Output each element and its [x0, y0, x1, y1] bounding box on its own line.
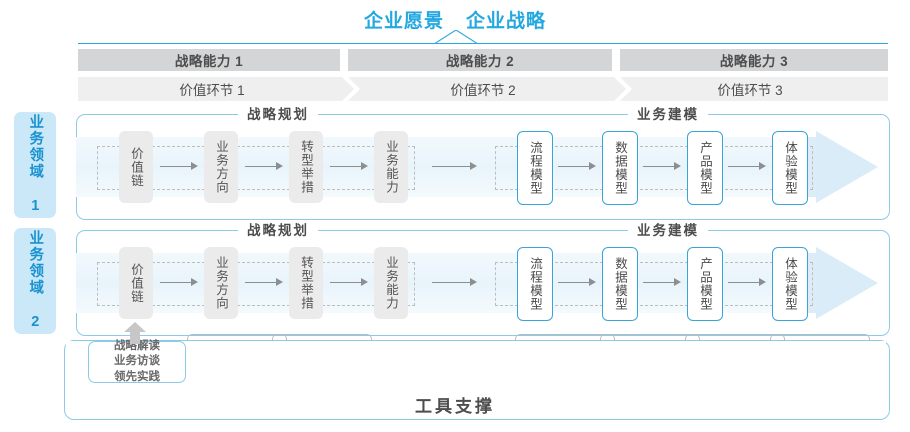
tool-support-box: [64, 340, 890, 420]
section-caption-business-modeling-2: 业务建模: [628, 222, 708, 239]
domain-label-2: 业务领域 2: [27, 230, 44, 332]
node-process-model-1[interactable]: 流程模型: [517, 131, 553, 205]
value-stage-label-2: 价值环节 2: [450, 83, 516, 98]
node-value-chain-1[interactable]: 价值链: [119, 131, 153, 203]
capability-label-2: 战略能力 2: [445, 54, 515, 69]
flow-arrow-1g: [728, 162, 766, 171]
tool-box-top-mask: [66, 341, 886, 386]
flow-arrow-2c: [330, 278, 368, 287]
node-product-model-1[interactable]: 产品模型: [687, 131, 723, 205]
tool-support-title: 工具支撑: [415, 397, 495, 416]
node-product-model-2[interactable]: 产品模型: [687, 247, 723, 321]
node-data-model-1[interactable]: 数据模型: [602, 131, 638, 205]
dashed-group-modeling-2: [495, 262, 813, 306]
capability-bar-2: 战略能力 2: [348, 49, 612, 71]
section-caption-strategic-planning-2: 战略规划: [238, 222, 318, 239]
node-process-model-2[interactable]: 流程模型: [517, 247, 553, 321]
section-caption-strategic-planning-1: 战略规划: [238, 106, 318, 123]
flow-arrow-2e: [558, 278, 596, 287]
callout-line-3: 领先实践: [114, 370, 160, 383]
enterprise-vision-title: 企业愿景: [363, 11, 444, 32]
domain-row-2: 战略规划 业务建模 价值链 业务方向 转型举措 业务能力 流程模型 数据模型 产…: [76, 222, 890, 336]
flow-arrow-1f: [643, 162, 681, 171]
node-transformation-2[interactable]: 转型举措: [289, 247, 323, 319]
vision-strategy-header: 企业愿景 企业战略: [0, 6, 910, 33]
value-stage-chevron-3: 价值环节 3: [620, 77, 888, 101]
sidebar-item-domain-2: 业务领域 2: [14, 228, 56, 334]
flow-arrow-1b: [245, 162, 283, 171]
node-experience-model-2[interactable]: 体验模型: [772, 247, 808, 321]
flow-arrow-2a: [160, 278, 198, 287]
header-apex-connector: [434, 30, 478, 44]
capability-label-3: 战略能力 3: [719, 54, 789, 69]
node-business-capability-1[interactable]: 业务能力: [374, 131, 408, 203]
value-stage-label-1: 价值环节 1: [179, 83, 245, 98]
band-arrow-head: [816, 247, 878, 319]
value-stage-chevron-1: 价值环节 1: [78, 77, 354, 101]
flow-arrow-1a: [160, 162, 198, 171]
capability-bar-3: 战略能力 3: [620, 49, 888, 71]
sidebar-item-domain-1: 业务领域 1: [14, 112, 56, 218]
band-arrow-head: [816, 131, 878, 203]
section-caption-business-modeling-1: 业务建模: [628, 106, 708, 123]
domain-row-1: 战略规划 业务建模 价值链 业务方向 转型举措 业务能力 流程模型 数据模型 产…: [76, 106, 890, 220]
node-data-model-2[interactable]: 数据模型: [602, 247, 638, 321]
flow-arrow-1d: [432, 162, 477, 171]
node-value-chain-2[interactable]: 价值链: [119, 247, 153, 319]
dashed-group-planning-1: [97, 146, 415, 190]
node-business-capability-2[interactable]: 业务能力: [374, 247, 408, 319]
node-business-direction-2[interactable]: 业务方向: [204, 247, 238, 319]
callout-line-1: 战略解读: [114, 340, 160, 353]
flow-arrow-1c: [330, 162, 368, 171]
flow-arrow-2f: [643, 278, 681, 287]
flow-arrow-2g: [728, 278, 766, 287]
header-divider-line: [78, 43, 888, 44]
flow-arrow-2d: [432, 278, 477, 287]
node-business-direction-1[interactable]: 业务方向: [204, 131, 238, 203]
value-stage-label-3: 价值环节 3: [717, 83, 783, 98]
capability-bar-1: 战略能力 1: [78, 49, 340, 71]
callout-line-2: 业务访谈: [114, 355, 160, 368]
node-experience-model-1[interactable]: 体验模型: [772, 131, 808, 205]
capability-label-1: 战略能力 1: [174, 54, 244, 69]
flow-arrow-2b: [245, 278, 283, 287]
domain-label-1: 业务领域 1: [27, 114, 44, 216]
upward-arrow-icon: [124, 322, 146, 344]
flow-arrow-1e: [558, 162, 596, 171]
value-stage-chevron-2: 价值环节 2: [348, 77, 626, 101]
dashed-group-modeling-1: [495, 146, 813, 190]
node-transformation-1[interactable]: 转型举措: [289, 131, 323, 203]
enterprise-strategy-title: 企业战略: [466, 11, 547, 32]
dashed-group-planning-2: [97, 262, 415, 306]
strategy-input-callout: 战略解读 业务访谈 领先实践: [88, 340, 186, 383]
